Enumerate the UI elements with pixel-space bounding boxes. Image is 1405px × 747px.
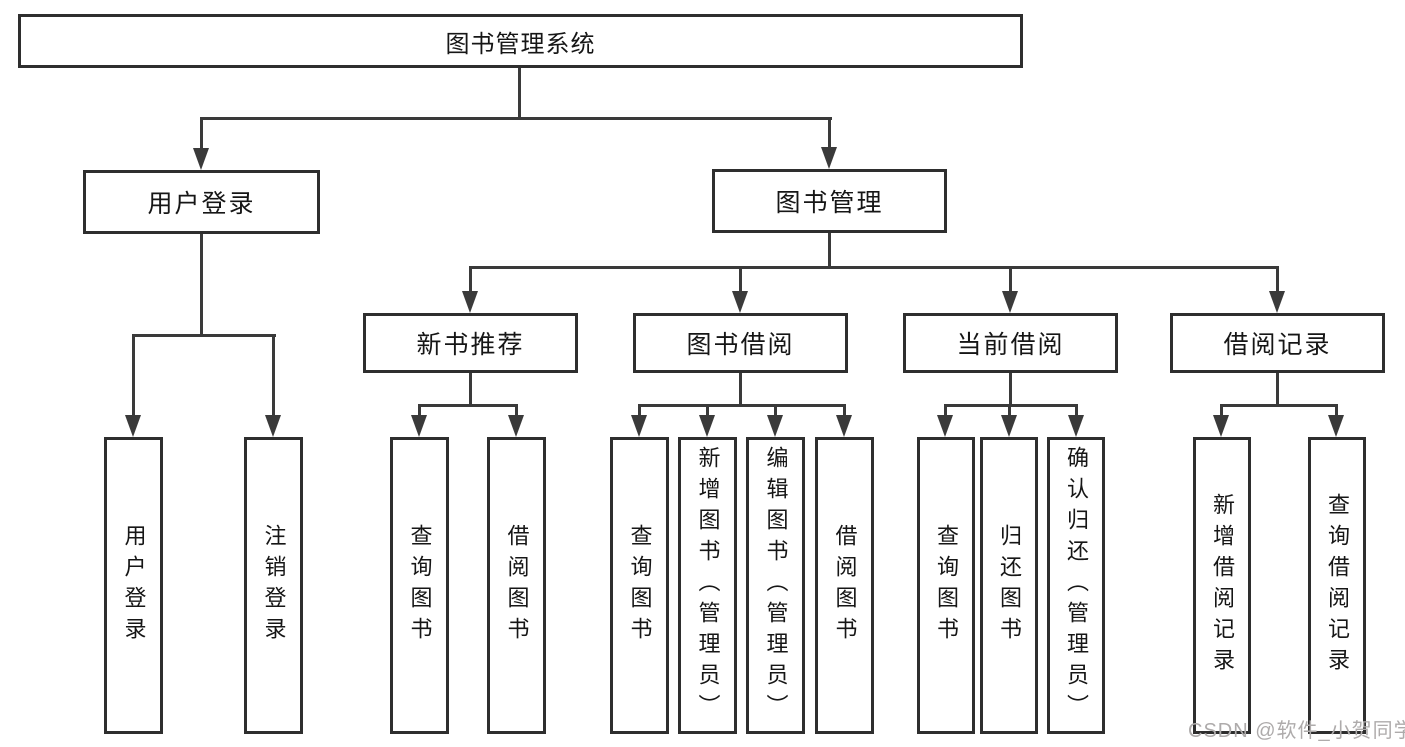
- arrowhead-icon: [1001, 415, 1017, 437]
- connector-bookmgmt-stem: [828, 233, 831, 269]
- connector-root-stem: [518, 68, 521, 120]
- connector-drop: [272, 334, 275, 420]
- connector-drop: [1335, 404, 1338, 420]
- arrowhead-icon: [1269, 291, 1285, 313]
- node-label: 新书推荐: [416, 331, 525, 359]
- connector-userlogin-stem: [200, 234, 203, 336]
- arrowhead-icon: [462, 291, 478, 313]
- arrowhead-icon: [508, 415, 524, 437]
- connector-drop: [132, 334, 135, 420]
- node-label: 图书管理: [775, 189, 884, 217]
- connector-drop: [1075, 404, 1078, 420]
- connector-records-bar: [1220, 404, 1338, 407]
- connector-drop: [638, 404, 641, 420]
- node-label: 新增借阅记录: [1210, 492, 1235, 679]
- node-label: 编辑图书（管理员）: [763, 446, 789, 725]
- connector-borrowing-stem: [739, 373, 742, 407]
- leaf-user-login: 用户登录: [104, 437, 163, 734]
- leaf-cb-return-books: 归还图书: [980, 437, 1038, 734]
- node-label: 借阅图书: [504, 523, 530, 648]
- connector-newbook-stem: [469, 373, 472, 407]
- node-label: 确认归还（管理员）: [1064, 446, 1089, 725]
- arrowhead-icon: [836, 415, 852, 437]
- node-label: 用户登录: [147, 190, 256, 218]
- arrowhead-icon: [767, 415, 783, 437]
- connector-newbook-bar: [418, 404, 518, 407]
- leaf-bb-query-books: 查询图书: [610, 437, 669, 734]
- connector-userlogin-bar: [132, 334, 276, 337]
- leaf-bb-edit-books-admin: 编辑图书（管理员）: [746, 437, 805, 734]
- arrowhead-icon: [193, 148, 209, 170]
- connector-borrowing-bar: [638, 404, 846, 407]
- arrowhead-icon: [125, 415, 141, 437]
- connector-drop-book-management: [828, 117, 831, 151]
- node-label: 归还图书: [997, 523, 1022, 648]
- arrowhead-icon: [1002, 291, 1018, 313]
- arrowhead-icon: [1213, 415, 1229, 437]
- connector-records-stem: [1276, 373, 1279, 407]
- connector-drop: [1008, 404, 1011, 420]
- connector-drop: [843, 404, 846, 420]
- connector-drop: [739, 266, 742, 296]
- node-current-borrowing: 当前借阅: [903, 313, 1118, 373]
- node-label: 图书借阅: [686, 331, 795, 359]
- connector-drop: [515, 404, 518, 420]
- node-label: 当前借阅: [956, 331, 1065, 359]
- connector-bookmgmt-bar: [469, 266, 1279, 269]
- connector-drop-user-login: [200, 117, 203, 152]
- leaf-br-query-record: 查询借阅记录: [1308, 437, 1366, 734]
- node-label: 新增图书（管理员）: [695, 446, 721, 725]
- node-label: 用户登录: [121, 523, 147, 648]
- node-book-management: 图书管理: [712, 169, 947, 233]
- connector-root-bar: [200, 117, 832, 120]
- node-borrowing-records: 借阅记录: [1170, 313, 1385, 373]
- leaf-bb-add-books-admin: 新增图书（管理员）: [678, 437, 737, 734]
- node-label: 借阅记录: [1223, 331, 1332, 359]
- node-library-system: 图书管理系统: [18, 14, 1023, 68]
- connector-drop: [1276, 266, 1279, 296]
- csdn-watermark: CSDN @软件_小贺同学: [1188, 720, 1405, 742]
- arrowhead-icon: [1068, 415, 1084, 437]
- leaf-bb-borrow-books: 借阅图书: [815, 437, 874, 734]
- node-label: 查询图书: [934, 523, 959, 648]
- arrowhead-icon: [699, 415, 715, 437]
- connector-drop: [706, 404, 709, 420]
- connector-current-bar: [944, 404, 1078, 407]
- node-label: 查询图书: [407, 523, 433, 648]
- arrowhead-icon: [265, 415, 281, 437]
- node-new-book-recommend: 新书推荐: [363, 313, 578, 373]
- leaf-br-add-record: 新增借阅记录: [1193, 437, 1251, 734]
- arrowhead-icon: [937, 415, 953, 437]
- connector-current-stem: [1009, 373, 1012, 407]
- connector-drop: [469, 266, 472, 296]
- connector-drop: [418, 404, 421, 420]
- connector-drop: [1009, 266, 1012, 296]
- connector-drop: [944, 404, 947, 420]
- connector-drop: [1220, 404, 1223, 420]
- arrowhead-icon: [732, 291, 748, 313]
- node-label: 查询图书: [627, 523, 653, 648]
- arrowhead-icon: [1328, 415, 1344, 437]
- arrowhead-icon: [631, 415, 647, 437]
- node-label: 注销登录: [261, 523, 287, 648]
- node-label: 借阅图书: [832, 523, 858, 648]
- leaf-cb-confirm-return-admin: 确认归还（管理员）: [1047, 437, 1105, 734]
- node-book-borrowing: 图书借阅: [633, 313, 848, 373]
- node-label: 图书管理系统: [445, 30, 596, 58]
- connector-drop: [774, 404, 777, 420]
- arrowhead-icon: [821, 147, 837, 169]
- node-user-login: 用户登录: [83, 170, 320, 234]
- leaf-nb-borrow-books: 借阅图书: [487, 437, 546, 734]
- leaf-nb-query-books: 查询图书: [390, 437, 449, 734]
- arrowhead-icon: [411, 415, 427, 437]
- leaf-cb-query-books: 查询图书: [917, 437, 975, 734]
- leaf-logout: 注销登录: [244, 437, 303, 734]
- node-label: 查询借阅记录: [1325, 492, 1350, 679]
